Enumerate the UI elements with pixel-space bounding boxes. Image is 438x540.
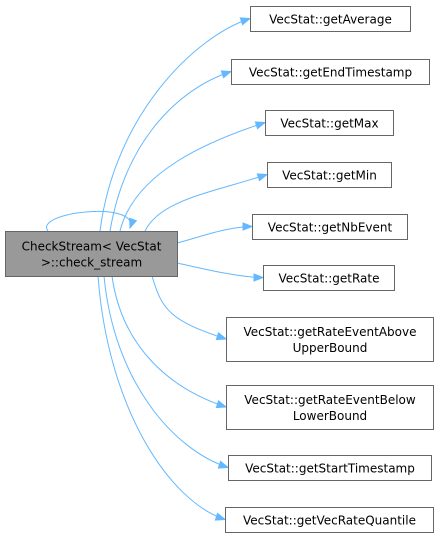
node-getEndTimestamp-box <box>231 59 430 85</box>
arrowhead-getStartTimestamp <box>217 460 230 469</box>
edge-self-call <box>46 211 138 232</box>
edge-getRate <box>176 262 265 282</box>
arrowhead-getMax <box>254 121 267 130</box>
arrowhead-self-call <box>129 217 138 230</box>
node-getVecRateQuantile[interactable]: VecStat::getVecRateQuantile <box>225 507 434 533</box>
edge-line-getRateEventAboveUpperBound <box>151 275 227 340</box>
node-getMax[interactable]: VecStat::getMax <box>265 110 394 136</box>
node-getEndTimestamp[interactable]: VecStat::getEndTimestamp <box>231 59 430 85</box>
node-root-check-stream-box <box>5 231 178 277</box>
arrowhead-getAverage <box>239 17 252 26</box>
node-getRate-label-line-0: VecStat::getRate <box>279 272 380 286</box>
edge-line-getVecRateQuantile <box>97 275 226 520</box>
edge-getEndTimestamp <box>109 70 233 232</box>
node-getMin-label-line-0: VecStat::getMin <box>282 169 377 183</box>
node-getMin-box <box>267 162 392 188</box>
node-getVecRateQuantile-label-line-0: VecStat::getVecRateQuantile <box>243 514 416 528</box>
arrowhead-getRateEventBelowLowerBound <box>215 400 228 409</box>
edge-line-self-call <box>46 211 131 232</box>
edge-getMin <box>144 173 269 232</box>
node-getMin[interactable]: VecStat::getMin <box>267 162 392 188</box>
node-getNbEvent[interactable]: VecStat::getNbEvent <box>252 214 408 240</box>
node-getMax-box <box>265 110 394 136</box>
edge-getStartTimestamp <box>103 275 230 469</box>
edge-getAverage <box>99 17 252 232</box>
node-root-check-stream[interactable]: CheckStream< VecStat>::check_stream <box>5 231 178 277</box>
node-root-check-stream-label-line-1: >::check_stream <box>41 256 142 270</box>
node-getRateEventAboveUpperBound-label-line-0: VecStat::getRateEventAbove <box>244 325 417 339</box>
nodes-layer: CheckStream< VecStat>::check_streamVecSt… <box>5 6 434 533</box>
node-getEndTimestamp-label-line-0: VecStat::getEndTimestamp <box>249 66 412 80</box>
edge-getRateEventAboveUpperBound <box>151 275 228 341</box>
edge-line-getMin <box>144 174 268 232</box>
edge-line-getRate <box>176 262 264 278</box>
node-getRate[interactable]: VecStat::getRate <box>263 265 395 291</box>
node-getStartTimestamp[interactable]: VecStat::getStartTimestamp <box>228 455 432 481</box>
node-getAverage-label-line-0: VecStat::getAverage <box>269 13 392 27</box>
edge-getRateEventBelowLowerBound <box>111 275 228 409</box>
edge-line-getMax <box>119 122 266 232</box>
arrowhead-getMin <box>256 173 269 182</box>
edge-getMax <box>119 121 267 232</box>
arrowhead-getRate <box>253 273 265 282</box>
node-getVecRateQuantile-box <box>225 507 434 533</box>
edge-line-getNbEvent <box>176 226 253 244</box>
node-getNbEvent-box <box>252 214 408 240</box>
node-getNbEvent-label-line-0: VecStat::getNbEvent <box>268 221 393 235</box>
edge-line-getStartTimestamp <box>103 275 229 468</box>
edge-line-getAverage <box>99 18 251 232</box>
node-getRateEventAboveUpperBound-label-line-1: UpperBound <box>293 341 368 355</box>
node-getStartTimestamp-box <box>228 455 432 481</box>
edge-getVecRateQuantile <box>97 275 227 521</box>
node-getRateEventBelowLowerBound-box <box>226 385 434 430</box>
node-getRateEventBelowLowerBound-label-line-1: LowerBound <box>293 409 367 423</box>
edges-layer <box>46 17 269 521</box>
edge-line-getRateEventBelowLowerBound <box>111 275 227 408</box>
node-getRateEventBelowLowerBound-label-line-0: VecStat::getRateEventBelow <box>244 393 416 407</box>
node-root-check-stream-label-line-0: CheckStream< VecStat <box>22 240 162 254</box>
edge-line-getEndTimestamp <box>109 71 232 232</box>
node-getMax-label-line-0: VecStat::getMax <box>280 117 378 131</box>
arrowhead-getEndTimestamp <box>220 70 233 79</box>
node-getAverage[interactable]: VecStat::getAverage <box>250 6 411 32</box>
arrowhead-getRateEventAboveUpperBound <box>215 332 228 341</box>
edge-getNbEvent <box>176 222 254 244</box>
node-getAverage-box <box>250 6 411 32</box>
node-getRateEventAboveUpperBound-box <box>226 317 434 362</box>
arrowhead-getNbEvent <box>242 222 254 231</box>
node-getRate-box <box>263 265 395 291</box>
node-getStartTimestamp-label-line-0: VecStat::getStartTimestamp <box>245 462 415 476</box>
arrowhead-getVecRateQuantile <box>214 512 227 521</box>
